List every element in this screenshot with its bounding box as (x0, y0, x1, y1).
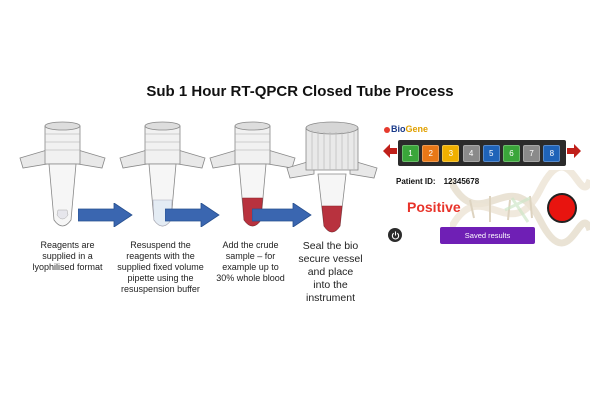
logo-dot-icon (384, 126, 390, 133)
power-button[interactable] (388, 228, 402, 242)
flow-arrow-1 (78, 203, 133, 227)
well-3[interactable]: 3 (442, 144, 460, 162)
well-2[interactable]: 2 (422, 144, 440, 162)
step-3-caption: Add the crude sample – for example up to… (216, 240, 285, 283)
tube-sealed (282, 118, 382, 243)
power-icon (391, 230, 399, 239)
dna-helix-graphic (450, 170, 590, 247)
well-6[interactable]: 6 (502, 144, 520, 162)
diagram-title: Sub 1 Hour RT-QPCR Closed Tube Process (146, 83, 454, 100)
result-status: Positive (407, 199, 461, 215)
well-1[interactable]: 1 (402, 144, 419, 162)
flow-arrow-3 (252, 203, 312, 227)
scroll-right-arrow-icon[interactable] (567, 144, 581, 158)
well-5[interactable]: 5 (482, 144, 500, 162)
patient-id-row: Patient ID: 12345678 (396, 177, 479, 186)
patient-id-value: 12345678 (443, 177, 480, 186)
well-8[interactable]: 8 (543, 144, 561, 162)
saved-results-button[interactable]: Saved results (440, 227, 535, 244)
flow-arrow-2 (165, 203, 220, 227)
patient-id-label: Patient ID: (396, 177, 436, 186)
tube-lyophilised (15, 120, 110, 240)
step-2-caption: Resuspend the reagents with the supplied… (117, 240, 204, 294)
biogene-logo: BioGene (384, 124, 428, 134)
step-1-caption: Reagents are supplied in a lyophilised f… (32, 240, 103, 272)
well-4[interactable]: 4 (462, 144, 480, 162)
scroll-left-arrow-icon[interactable] (383, 144, 397, 158)
step-4-caption: Seal the bio secure vessel and place int… (298, 240, 363, 304)
result-indicator (547, 193, 577, 223)
well-7[interactable]: 7 (523, 144, 541, 162)
